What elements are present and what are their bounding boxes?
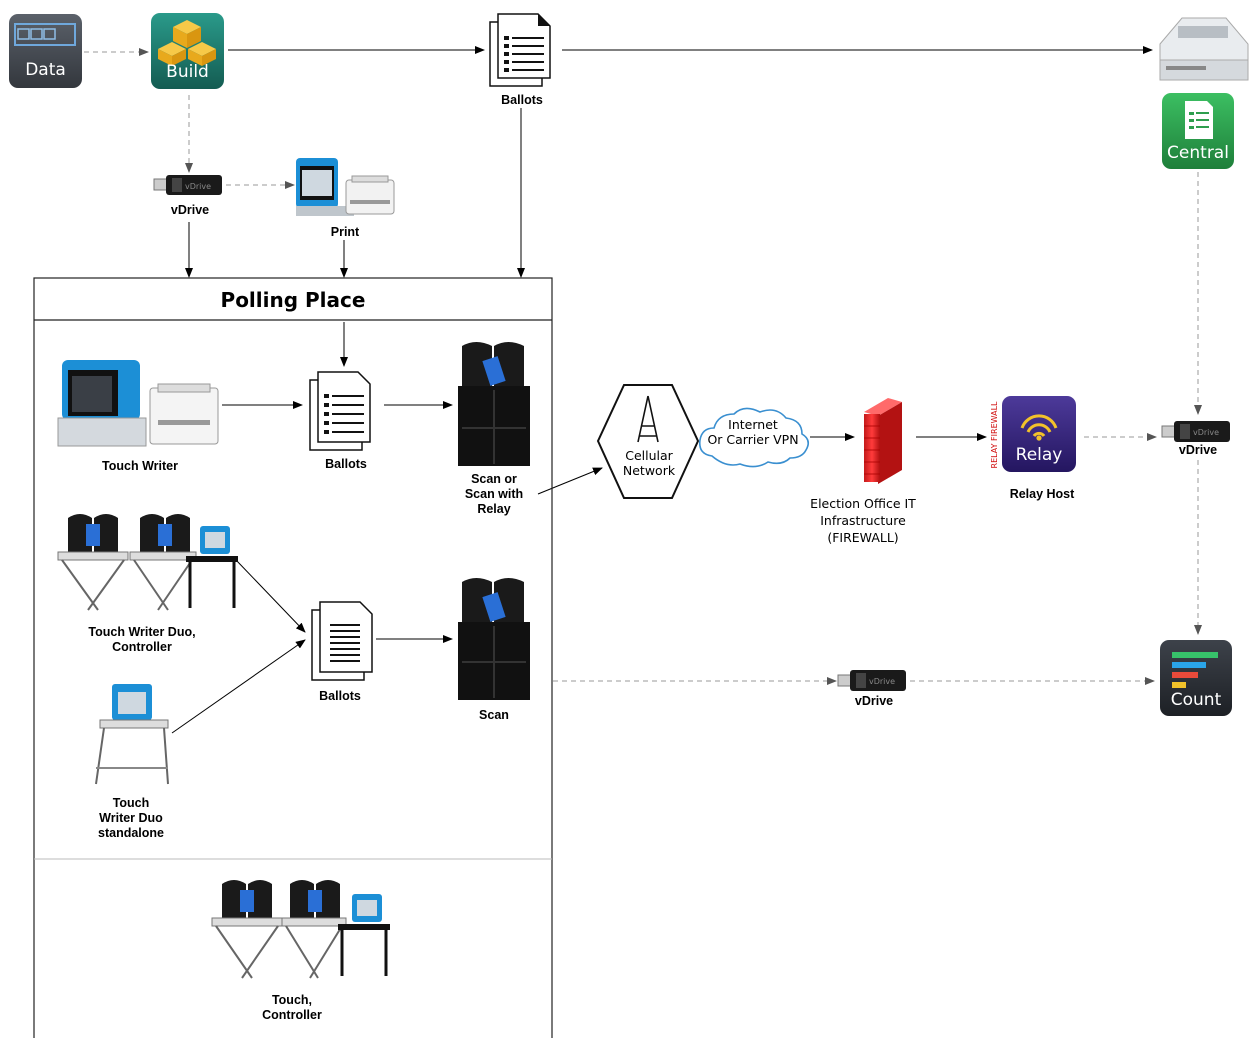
vdrive-icon-text: vDrive — [185, 182, 211, 191]
firewall-line-1: Election Office IT — [810, 496, 916, 511]
build-icon — [151, 13, 224, 89]
ballots-mid-document-icon — [309, 371, 371, 451]
ballots-low-document-icon — [311, 601, 373, 681]
vdrive-right-label: vDrive — [1178, 443, 1218, 457]
ballots-document-icon — [489, 13, 551, 87]
firewall-label: Election Office IT Infrastructure (FIREW… — [800, 495, 926, 546]
relay-firewall-vertical-label: RELAY FIREWALL — [990, 401, 999, 469]
vdrive-top-label: vDrive — [170, 203, 210, 217]
relay-tile-label: Relay — [1015, 445, 1063, 465]
ballots-mid-label: Ballots — [325, 457, 367, 471]
touch-controller-label: Touch, Controller — [242, 993, 342, 1023]
data-tile-label: Data — [25, 60, 66, 80]
connectors — [84, 46, 1202, 734]
vdrive-bottom-icon-text: vDrive — [869, 677, 895, 686]
twd-standalone-line-3: standalone — [98, 826, 164, 840]
twd-standalone-label: Touch Writer Duo standalone — [86, 796, 176, 841]
ballots-low-label: Ballots — [319, 689, 361, 703]
touch-controller-line-1: Touch, — [271, 993, 313, 1007]
scan-relay-line-1: Scan or — [471, 472, 517, 486]
print-label: Print — [330, 225, 360, 239]
scan-label: Scan — [479, 708, 509, 722]
count-tile-label: Count — [1170, 690, 1222, 710]
scan-relay-label: Scan or Scan with Relay — [456, 472, 532, 517]
firewall-icon — [864, 398, 902, 484]
build-tile-label: Build — [166, 62, 209, 82]
count-icon — [1160, 640, 1232, 716]
twd-standalone-line-1: Touch — [112, 796, 150, 810]
firewall-line-3: (FIREWALL) — [827, 530, 899, 545]
vdrive-right-usb-icon: vDrive — [1161, 421, 1230, 442]
relay-host-label: Relay Host — [1009, 487, 1075, 501]
scan-relay-line-2: Scan with — [464, 487, 524, 501]
cellular-line-1: Cellular — [625, 448, 673, 463]
relay-icon — [1002, 396, 1076, 472]
polling-place-title: Polling Place — [220, 288, 366, 312]
internet-line-2: Or Carrier VPN — [707, 432, 799, 447]
firewall-line-2: Infrastructure — [820, 513, 906, 528]
twd-controller-line-1: Touch Writer Duo, — [88, 625, 196, 639]
twd-controller-label: Touch Writer Duo, Controller — [72, 625, 212, 655]
internet-line-1: Internet — [728, 417, 778, 432]
internet-cloud-icon — [698, 407, 810, 468]
polling-place-box — [33, 277, 553, 1038]
cellular-network-label: Cellular Network — [610, 448, 688, 478]
scan-relay-unit-icon — [458, 342, 530, 466]
touch-controller-booths-icon — [211, 880, 390, 979]
vdrive-usb-icon: vDrive — [153, 175, 222, 195]
touch-writer-device-icon — [57, 360, 219, 447]
touch-writer-label: Touch Writer — [102, 459, 178, 473]
vdrive-bottom-usb-icon: vDrive — [837, 670, 906, 691]
twd-standalone-line-2: Writer Duo — [99, 811, 163, 825]
print-station-icon — [296, 158, 395, 216]
touch-controller-line-2: Controller — [262, 1008, 322, 1022]
twd-controller-line-2: Controller — [112, 640, 172, 654]
central-icon — [1162, 93, 1234, 169]
central-tile-label: Central — [1167, 143, 1229, 163]
ballots-top-label: Ballots — [501, 93, 543, 107]
scan-unit-icon — [458, 578, 530, 700]
data-icon — [9, 14, 82, 88]
vdrive-right-icon-text: vDrive — [1193, 428, 1219, 437]
touch-writer-duo-booths-icon — [57, 514, 238, 611]
cellular-network-icon — [596, 384, 700, 499]
vdrive-bottom-label: vDrive — [854, 694, 894, 708]
internet-label: Internet Or Carrier VPN — [700, 417, 806, 447]
touch-writer-duo-standalone-icon — [95, 684, 169, 785]
scan-relay-line-3: Relay — [477, 502, 511, 516]
central-scanner-icon — [1159, 17, 1249, 81]
cellular-line-2: Network — [622, 463, 676, 478]
